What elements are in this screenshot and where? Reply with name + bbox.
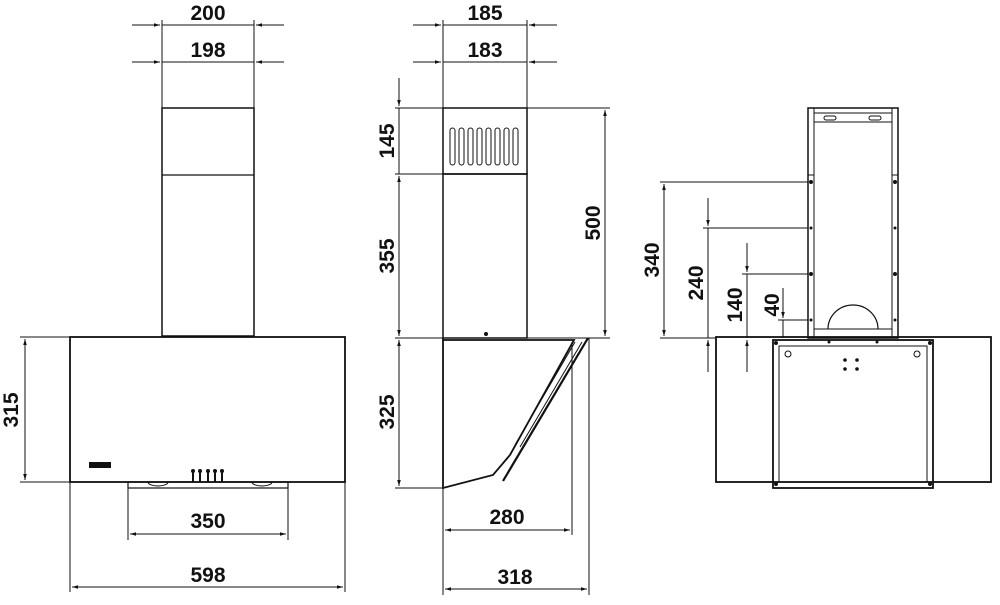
front-view: 200 198 315 350 <box>0 2 346 592</box>
dim-183: 183 <box>467 39 502 62</box>
dim-145: 145 <box>376 123 399 158</box>
dim-355: 355 <box>376 238 399 273</box>
dim-40: 40 <box>761 293 784 316</box>
side-body <box>442 338 576 490</box>
dim-315: 315 <box>0 392 23 427</box>
vent-slots-icon <box>449 127 519 166</box>
side-upper-chimney <box>442 107 528 175</box>
dim-198: 198 <box>190 39 225 62</box>
rear-view: 340 240 140 40 <box>641 107 992 489</box>
dim-200: 200 <box>190 2 225 25</box>
side-view: 185 183 145 355 325 500 280 318 <box>376 2 610 595</box>
dim-318: 318 <box>497 566 532 589</box>
dim-500: 500 <box>582 205 605 240</box>
dim-240: 240 <box>685 265 708 300</box>
dim-140: 140 <box>724 287 747 322</box>
mounting-plate <box>772 339 934 489</box>
dim-325: 325 <box>376 394 399 429</box>
dim-340: 340 <box>641 242 664 277</box>
dim-185: 185 <box>467 2 502 25</box>
duct-outlet <box>827 304 879 330</box>
control-panel-icon <box>89 462 111 468</box>
knobs-icon <box>191 469 224 482</box>
front-chimney <box>161 107 255 337</box>
front-body <box>69 336 346 483</box>
dim-598: 598 <box>190 564 225 587</box>
dim-350: 350 <box>190 510 225 533</box>
dim-280: 280 <box>489 506 524 529</box>
rear-body <box>715 336 992 483</box>
side-lower-chimney <box>442 173 528 339</box>
glass-panel <box>502 337 589 482</box>
rear-bracket-frame <box>807 107 899 339</box>
